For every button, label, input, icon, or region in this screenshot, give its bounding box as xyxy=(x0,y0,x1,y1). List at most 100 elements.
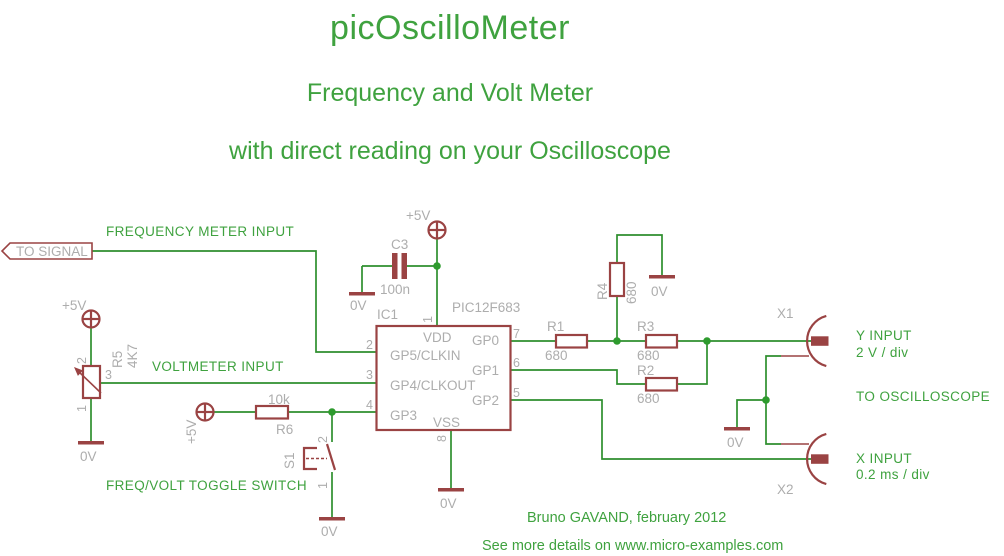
ic1-pin8-number: 8 xyxy=(435,435,449,442)
c3-ref: C3 xyxy=(391,237,408,252)
vcc-symbol xyxy=(195,402,215,422)
resistor-r6-branch: +5V 10k R6 xyxy=(184,392,336,444)
wire-gp1-r2 xyxy=(510,369,646,385)
c3-plate-left xyxy=(392,253,398,279)
ic1-label-vss: VSS xyxy=(433,415,460,430)
ic1-label-gp1: GP1 xyxy=(472,363,499,378)
r5-pin1: 1 xyxy=(75,405,89,412)
y-input-label: Y INPUT xyxy=(856,328,912,343)
r3-ref: R3 xyxy=(637,319,654,334)
vcc-label: +5V xyxy=(62,298,86,313)
ic1-part: PIC12F683 xyxy=(452,300,520,315)
r6-body xyxy=(254,404,290,420)
r4-ref: R4 xyxy=(595,282,610,300)
to-oscilloscope-label: TO OSCILLOSCOPE xyxy=(856,389,990,404)
y-scale-label: 2 V / div xyxy=(856,345,908,360)
junction-dot xyxy=(433,262,441,270)
r6-value: 10k xyxy=(268,392,290,407)
ic1-label-gp5: GP5/CLKIN xyxy=(390,348,461,363)
s1-pin2: 2 xyxy=(316,436,330,443)
junction-dot xyxy=(703,337,711,345)
wires xyxy=(90,234,811,517)
credit-text: Bruno GAVAND, february 2012 xyxy=(527,510,726,526)
r5-body xyxy=(81,364,102,400)
ic1-label-gp3: GP3 xyxy=(390,408,417,423)
r3-value: 680 xyxy=(637,348,660,363)
r2-value: 680 xyxy=(637,391,660,406)
x-input-label: X INPUT xyxy=(856,451,912,466)
wire-r4-gnd xyxy=(616,234,663,275)
ic1-label-gp4: GP4/CLKOUT xyxy=(390,378,476,393)
r1-body xyxy=(554,333,589,349)
page-title: picOscilloMeter xyxy=(330,9,570,47)
ground-symbol xyxy=(319,517,345,521)
gnd-label: 0V xyxy=(651,284,668,299)
s1-lever xyxy=(325,443,337,471)
ic1-pin3-number: 3 xyxy=(366,368,373,382)
junction-dot xyxy=(328,408,336,416)
ic1-pin1-number: 1 xyxy=(421,316,435,323)
oscilloscope-ground: 0V xyxy=(724,396,770,450)
ground-symbol xyxy=(724,427,750,431)
junction-dot xyxy=(613,337,621,345)
to-signal-label: TO SIGNAL xyxy=(16,244,88,259)
junction-dot xyxy=(762,396,770,404)
ic1-pin4-number: 4 xyxy=(366,398,373,412)
ic1-pic12f683: IC1 PIC12F683 1 8 VDD GP5/CLKIN GP4/CLKO… xyxy=(366,300,520,511)
to-signal-flag xyxy=(0,242,93,260)
connector-x1: X1 xyxy=(777,306,829,368)
ic1-body xyxy=(375,324,512,432)
ground-symbol xyxy=(349,292,375,296)
frequency-meter-input-label: FREQUENCY METER INPUT xyxy=(106,224,294,239)
ic1-ref: IC1 xyxy=(377,307,398,322)
output-network: R1 680 R3 680 R2 680 R4 680 0V xyxy=(545,261,711,406)
switch-s1: S1 2 1 0V xyxy=(282,436,345,539)
wire-shield-gnd xyxy=(736,399,766,427)
r5-wiper-arrow xyxy=(74,367,84,376)
r1-value: 680 xyxy=(545,348,568,363)
vcc-label: +5V xyxy=(406,208,430,223)
c3-value: 100n xyxy=(380,282,410,297)
s1-pin1: 1 xyxy=(316,482,330,489)
r2-ref: R2 xyxy=(637,363,654,378)
c3-plate-right xyxy=(401,253,407,279)
s1-bracket xyxy=(302,446,317,471)
ground-symbol xyxy=(78,441,104,445)
r1-ref: R1 xyxy=(547,319,564,334)
voltmeter-input-label: VOLTMETER INPUT xyxy=(152,359,284,374)
ground-symbol xyxy=(438,488,464,492)
ic1-label-gp2: GP2 xyxy=(472,393,499,408)
wire-frequency-input xyxy=(92,250,377,353)
r6-ref: R6 xyxy=(276,422,293,437)
capacitor-c3-branch: +5V C3 100n 0V xyxy=(349,208,447,313)
x-scale-label: 0.2 ms / div xyxy=(856,467,930,482)
r5-ref: R5 xyxy=(110,351,125,368)
r5-value: 4K7 xyxy=(125,344,140,368)
gnd-label: 0V xyxy=(350,298,367,313)
page-tagline: with direct reading on your Oscilloscope xyxy=(229,137,671,165)
wire-r2-node xyxy=(677,341,708,385)
r5-pin2: 2 xyxy=(75,357,89,364)
r4-body xyxy=(608,261,626,298)
x2-pin xyxy=(811,454,829,464)
x1-shell xyxy=(805,314,827,368)
r4-value: 680 xyxy=(624,281,639,304)
s1-ref: S1 xyxy=(282,452,297,469)
gnd-label: 0V xyxy=(727,435,744,450)
freq-volt-toggle-switch-label: FREQ/VOLT TOGGLE SWITCH xyxy=(106,478,307,493)
r5-wiper xyxy=(77,370,102,394)
ground-symbol xyxy=(649,275,675,279)
gnd-label: 0V xyxy=(321,524,338,539)
connector-x2: X2 xyxy=(777,432,829,497)
potentiometer-r5: +5V R5 4K7 2 3 1 0V xyxy=(62,298,140,464)
ic1-pin5-number: 5 xyxy=(513,386,520,400)
ic1-pin6-number: 6 xyxy=(513,356,520,370)
ic1-label-vdd: VDD xyxy=(423,330,452,345)
vcc-label: +5V xyxy=(184,420,199,444)
vcc-symbol xyxy=(427,220,447,240)
r5-pin3: 3 xyxy=(105,368,112,382)
vcc-symbol xyxy=(81,309,101,329)
x2-shell xyxy=(805,432,827,486)
